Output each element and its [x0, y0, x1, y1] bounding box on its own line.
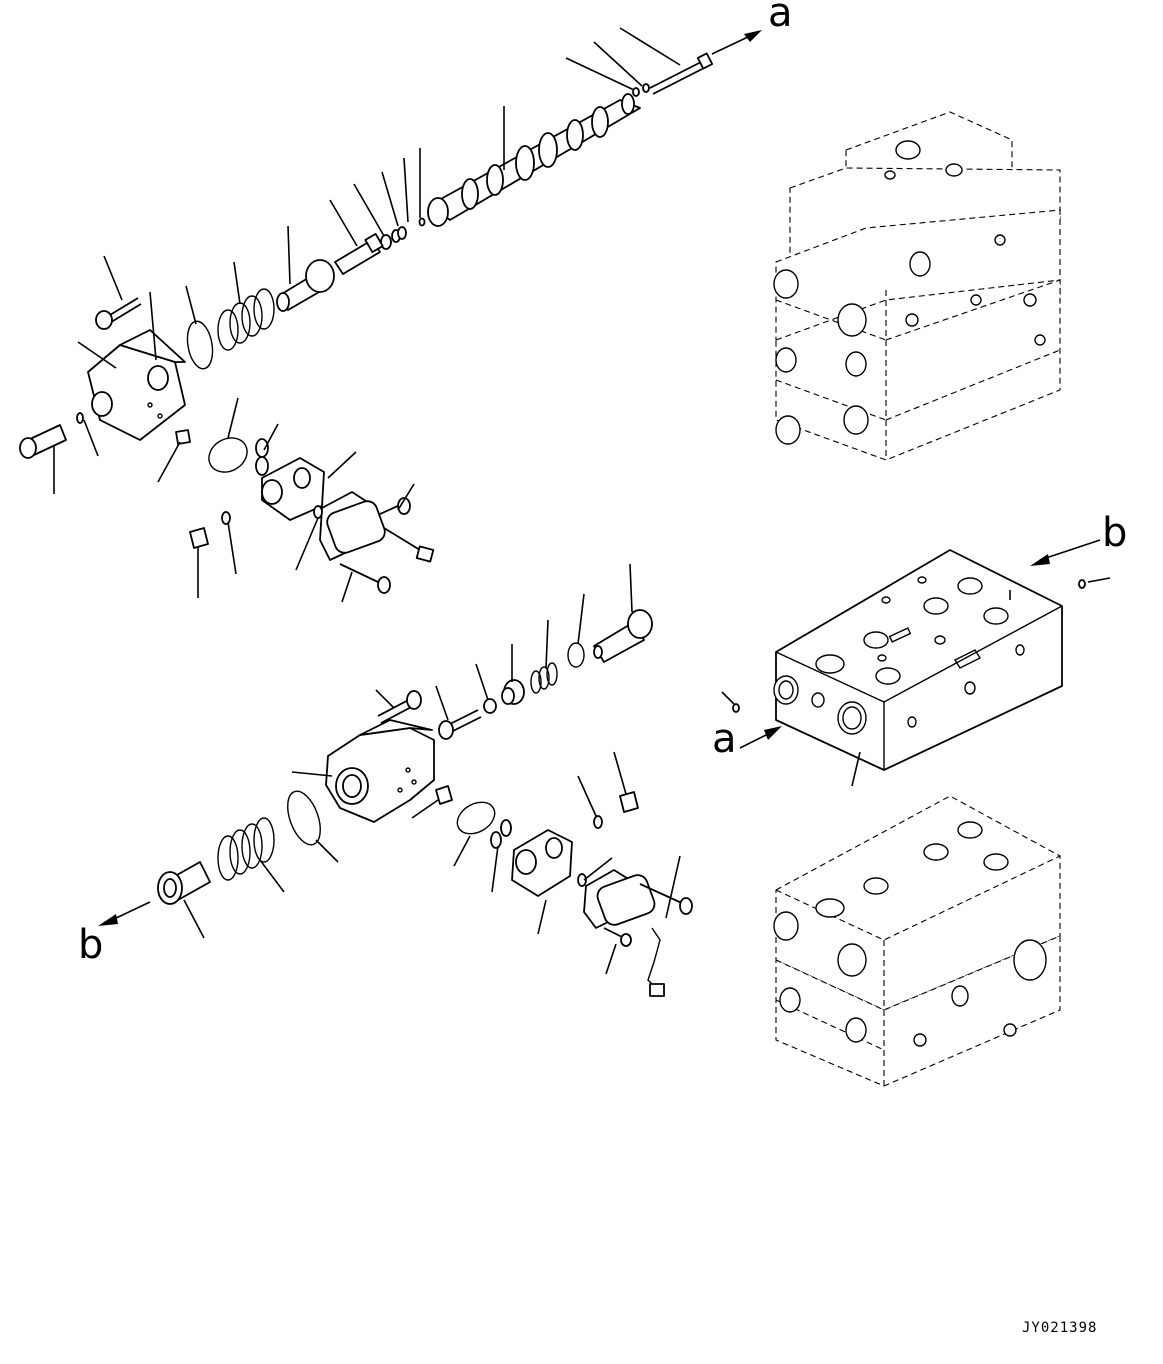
small-plug-part: [435, 785, 453, 805]
arrow-to-a-top: [711, 30, 762, 55]
washer-part: [483, 698, 497, 714]
valve-block-highlighted: [773, 549, 1063, 771]
spool-part: [427, 93, 641, 227]
retainer-part: [501, 679, 525, 705]
leader-lines-bottom: [183, 563, 633, 939]
small-ring-part: [632, 87, 640, 97]
leader-lines-top: [53, 27, 681, 494]
drawing-code: JY021398: [1022, 1320, 1097, 1336]
solenoid-valve-top: [189, 397, 435, 603]
valve-stack-bottom: [773, 795, 1061, 1087]
small-plug-part: [175, 429, 191, 445]
plug-part: [334, 233, 384, 275]
spring-part: [217, 288, 275, 351]
bolt-part: [438, 709, 482, 740]
spool-assembly-top: a: [19, 0, 793, 603]
spring-small-part: [391, 226, 407, 243]
connector-label-a-side: a: [712, 716, 737, 762]
solenoid-valve-bottom: [453, 751, 693, 997]
connector-label-a-top: a: [768, 0, 793, 36]
case-body-part: [87, 329, 186, 441]
bolt-part: [95, 297, 142, 330]
end-plug-part: [593, 609, 653, 663]
valve-stack-top: [773, 111, 1061, 461]
o-ring-part: [287, 790, 321, 846]
o-ring-part: [567, 642, 585, 668]
rod-part: [649, 52, 714, 95]
bolt-part: [377, 690, 422, 724]
connector-label-b-side: b: [1102, 510, 1127, 556]
small-ring-part: [76, 412, 84, 424]
spring-part: [530, 662, 558, 694]
connector-label-b-bottom: b: [78, 922, 103, 968]
case-body-bottom-part: [325, 719, 435, 823]
connector-b-side: [1009, 539, 1111, 600]
plug-left-part: [19, 424, 67, 459]
retainer-part: [157, 861, 211, 905]
small-ring-part: [418, 217, 426, 227]
arrow-to-b-bottom: [98, 901, 151, 926]
spring-part: [217, 817, 275, 881]
o-ring-part: [186, 320, 214, 370]
retainer-part: [276, 259, 335, 312]
small-ring-part: [642, 83, 650, 93]
spool-assembly-bottom: b: [78, 563, 693, 997]
connector-a-side: [721, 691, 861, 787]
